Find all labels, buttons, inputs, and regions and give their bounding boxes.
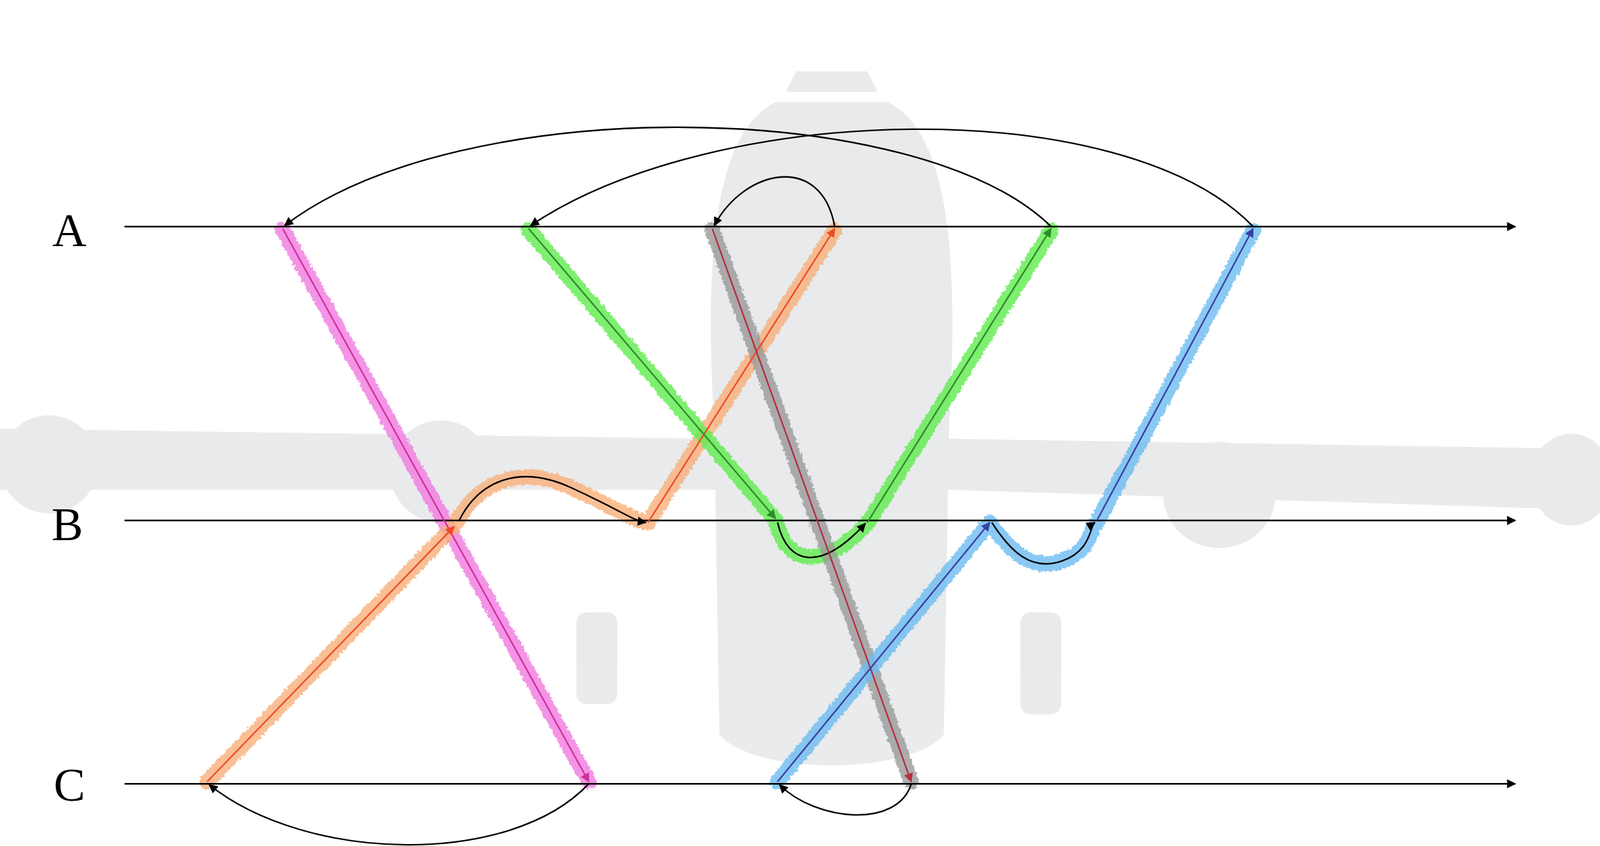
airplane-background [0,71,1600,766]
message-arrow [1097,228,1254,521]
message-arrow [867,228,1052,523]
airplane-part [1530,433,1600,526]
message-arrow [530,129,1253,227]
process-timelines [124,226,1516,784]
message-arrow [714,177,835,228]
message-arrow [777,522,866,558]
message-arrow [282,228,589,782]
message-arrow [458,476,646,523]
timeline-axis [124,783,1516,785]
message-highlight [777,230,1253,782]
message-arrow [992,522,1096,564]
timeline-axis [124,225,1516,228]
airplane-part [1020,612,1061,715]
process-label: B [51,500,84,549]
message-arrow [779,783,911,815]
airplane-part [1163,441,1276,549]
process-label: C [53,761,86,809]
message-arrow [528,228,776,519]
message-highlights [207,229,1254,782]
airplane-part [0,415,98,514]
timeline-axis [124,519,1516,522]
airplane-part [576,612,618,705]
airplane-part [806,285,847,388]
airplane-part [785,71,878,92]
message-arrow [284,127,1052,227]
process-label: A [52,206,87,255]
message-highlight [528,229,1052,558]
message-arrow [207,526,455,782]
message-arrow [209,783,589,845]
message-arrows [207,127,1254,845]
message-arrow [712,228,912,782]
message-arrow [777,522,990,782]
